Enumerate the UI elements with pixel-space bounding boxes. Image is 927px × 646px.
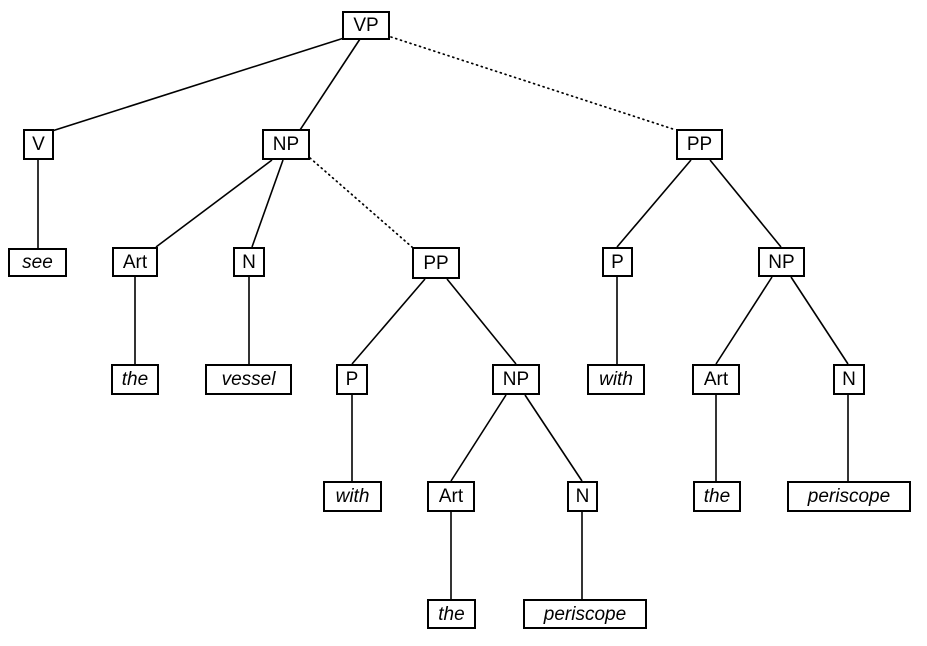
edge-ppright-np	[709, 159, 782, 248]
node-p-right[interactable]: P	[602, 247, 633, 277]
edge-vp-np	[299, 38, 361, 131]
node-terminal-vessel[interactable]: vessel	[205, 364, 292, 395]
edge-npright-art	[715, 276, 773, 365]
edge-npmid-n	[524, 394, 583, 482]
node-n-mid[interactable]: N	[567, 481, 598, 512]
node-terminal-periscope-mid[interactable]: periscope	[523, 599, 647, 629]
edge-vp-v	[51, 37, 345, 132]
edge-np-pp-mid	[309, 157, 413, 248]
node-terminal-the-right[interactable]: the	[693, 481, 741, 512]
node-n-1[interactable]: N	[233, 247, 265, 277]
node-terminal-with-right[interactable]: with	[587, 364, 645, 395]
node-art-1[interactable]: Art	[112, 247, 158, 277]
node-terminal-with-mid[interactable]: with	[323, 481, 382, 512]
node-np-mid[interactable]: NP	[492, 364, 540, 395]
node-terminal-periscope-right[interactable]: periscope	[787, 481, 911, 512]
node-terminal-the-mid[interactable]: the	[427, 599, 476, 629]
node-v[interactable]: V	[23, 129, 54, 160]
edge-ppright-p	[616, 159, 692, 248]
node-pp-right[interactable]: PP	[676, 129, 723, 160]
node-np-right[interactable]: NP	[758, 247, 805, 277]
node-terminal-see[interactable]: see	[8, 248, 67, 277]
edge-ppmid-np	[446, 278, 517, 365]
node-art-right[interactable]: Art	[692, 364, 740, 395]
node-terminal-the-1[interactable]: the	[111, 364, 159, 395]
node-np-1[interactable]: NP	[262, 129, 310, 160]
edge-vp-pp-right	[390, 36, 677, 131]
node-pp-mid[interactable]: PP	[412, 247, 460, 279]
node-art-mid[interactable]: Art	[427, 481, 475, 512]
edge-npmid-art	[450, 394, 507, 482]
edge-np-n	[251, 159, 284, 248]
edge-ppmid-p	[351, 278, 426, 365]
node-n-right[interactable]: N	[833, 364, 865, 395]
edge-npright-n	[790, 276, 849, 365]
node-vp[interactable]: VP	[342, 11, 390, 40]
edge-np-art	[155, 159, 273, 248]
node-p-mid[interactable]: P	[336, 364, 368, 395]
